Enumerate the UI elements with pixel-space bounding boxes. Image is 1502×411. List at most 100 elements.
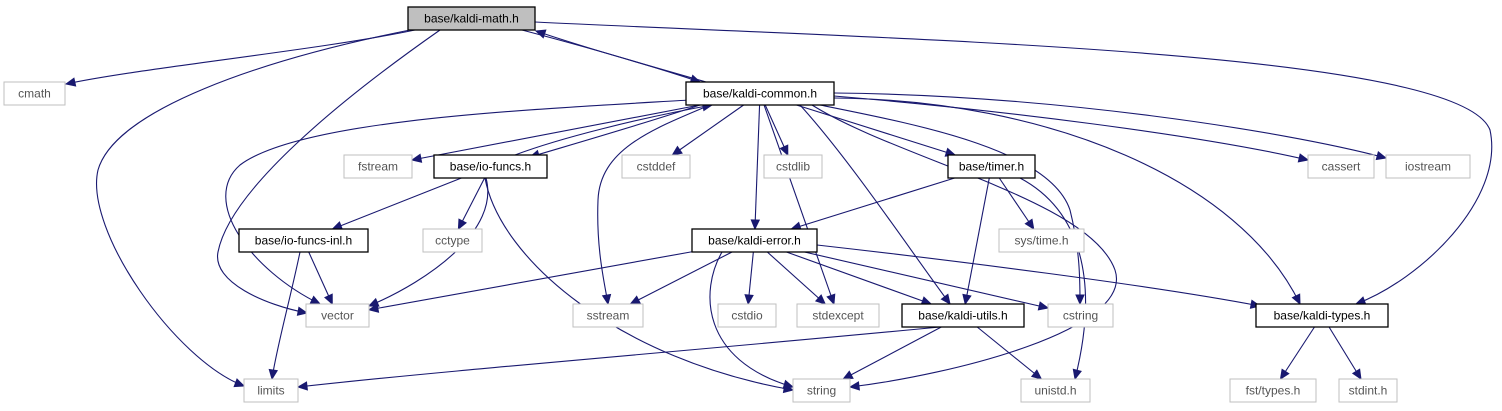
node-box xyxy=(621,154,691,179)
edge-timer-to-kaldi_error xyxy=(790,177,955,231)
edge-timer-to-unistd xyxy=(1019,177,1086,381)
node-label: fstream xyxy=(358,160,398,174)
node-kaldi-math[interactable]: base/kaldi-math.h xyxy=(407,6,536,31)
edge-kaldi_error-to-cstring xyxy=(804,251,1050,311)
node-cctype: cctype xyxy=(422,228,483,253)
edge-kaldi_utils-to-unistd xyxy=(976,326,1043,380)
edge-timer-to-sys_time xyxy=(998,177,1035,231)
node-box xyxy=(433,154,548,179)
edge-kaldi_math-to-kaldi_common xyxy=(521,29,702,84)
node-box xyxy=(305,303,370,328)
arrow-head-icon xyxy=(1351,368,1362,381)
arrow-head-icon xyxy=(296,306,309,316)
arrow-head-icon xyxy=(64,77,77,87)
edge-kaldi_math-to-vector xyxy=(217,29,441,316)
node-box xyxy=(1020,378,1091,403)
arrow-head-icon xyxy=(826,293,836,306)
node-box xyxy=(1229,378,1317,403)
node-box xyxy=(947,154,1036,179)
node-cmath: cmath xyxy=(3,81,66,106)
edge-kaldi_types-to-fst_types xyxy=(1279,326,1315,381)
edge-line xyxy=(672,104,744,156)
node-label: cassert xyxy=(1322,160,1361,174)
node-box xyxy=(717,303,777,328)
node-timer[interactable]: base/timer.h xyxy=(947,154,1036,179)
edge-line xyxy=(535,30,707,83)
edge-line xyxy=(804,251,1049,309)
node-label: string xyxy=(807,384,836,398)
edge-kaldi_common-to-cstddef xyxy=(671,104,744,156)
arrow-head-icon xyxy=(1375,150,1388,161)
node-label: base/kaldi-error.h xyxy=(708,234,801,248)
edge-line xyxy=(998,177,1035,230)
node-fst-types: fst/types.h xyxy=(1229,378,1317,403)
edge-kaldi_error-to-kaldi_types xyxy=(816,244,1262,309)
edge-line xyxy=(754,104,761,230)
edge-line xyxy=(630,251,733,305)
edge-kaldi_common-to-string xyxy=(811,104,1118,391)
edge-line xyxy=(484,177,794,391)
arrow-head-icon xyxy=(1297,153,1310,163)
node-limits: limits xyxy=(243,378,299,403)
arrow-head-icon xyxy=(268,368,279,381)
arrow-head-icon xyxy=(534,29,547,39)
edge-kaldi_error-to-stdexcept xyxy=(766,251,827,305)
node-kaldi-common[interactable]: base/kaldi-common.h xyxy=(685,81,835,106)
edge-line xyxy=(709,251,794,388)
edge-kaldi_common-to-kaldi_utils xyxy=(799,104,951,305)
edge-line xyxy=(65,29,416,85)
edge-kaldi_common-to-stdexcept xyxy=(763,104,836,306)
edge-line xyxy=(297,326,941,388)
node-kaldi-utils[interactable]: base/kaldi-utils.h xyxy=(901,303,1025,328)
edge-line xyxy=(308,251,333,305)
edge-kaldi_common-to-cassert xyxy=(833,95,1310,163)
node-label: sys/time.h xyxy=(1014,234,1068,248)
edge-kaldi_error-to-vector xyxy=(367,251,693,313)
arrow-head-icon xyxy=(233,378,246,388)
node-io-funcs-inl[interactable]: base/io-funcs-inl.h xyxy=(238,228,369,253)
node-label: base/timer.h xyxy=(959,160,1024,174)
node-label: fst/types.h xyxy=(1246,384,1301,398)
node-box xyxy=(243,378,299,403)
node-label: limits xyxy=(257,384,284,398)
edge-line xyxy=(1019,177,1086,380)
edge-kaldi_error-to-kaldi_utils xyxy=(786,251,933,306)
node-label: iostream xyxy=(1405,160,1451,174)
node-kaldi-error[interactable]: base/kaldi-error.h xyxy=(691,228,818,253)
edge-line xyxy=(763,104,835,305)
node-label: cctype xyxy=(435,234,470,248)
edge-line xyxy=(842,326,942,380)
node-io-funcs[interactable]: base/io-funcs.h xyxy=(433,154,548,179)
edge-io_funcs-to-cctype xyxy=(457,177,486,231)
edge-line xyxy=(529,104,701,158)
edge-line xyxy=(332,177,462,230)
node-box xyxy=(1338,378,1398,403)
edge-timer-to-kaldi_utils xyxy=(962,177,990,306)
node-label: cmath xyxy=(18,87,51,101)
node-box xyxy=(422,228,483,253)
edge-line xyxy=(1280,326,1315,380)
edge-kaldi_common-to-kaldi_types xyxy=(833,97,1301,306)
edge-line xyxy=(1328,326,1362,380)
node-label: base/kaldi-utils.h xyxy=(918,309,1007,323)
edge-line xyxy=(811,104,1118,388)
arrow-head-icon xyxy=(629,295,642,305)
arrow-head-icon xyxy=(842,370,854,380)
edge-kaldi_types-to-stdint xyxy=(1328,326,1362,381)
node-kaldi-types[interactable]: base/kaldi-types.h xyxy=(1255,303,1389,328)
node-box xyxy=(685,81,835,106)
edge-kaldi_common-to-sstream xyxy=(597,104,711,306)
node-box xyxy=(572,303,644,328)
node-label: base/io-funcs.h xyxy=(450,160,531,174)
arrow-head-icon xyxy=(750,219,761,231)
arrow-head-icon xyxy=(1072,368,1082,381)
arrow-head-icon xyxy=(1037,301,1050,311)
node-label: cstdlib xyxy=(776,160,810,174)
edge-kaldi_common-to-kaldi_error xyxy=(750,104,761,231)
node-label: base/io-funcs-inl.h xyxy=(255,234,352,248)
node-sstream: sstream xyxy=(572,303,644,328)
node-stdint: stdint.h xyxy=(1338,378,1398,403)
arrow-head-icon xyxy=(324,293,333,306)
node-label: cstddef xyxy=(637,160,676,174)
